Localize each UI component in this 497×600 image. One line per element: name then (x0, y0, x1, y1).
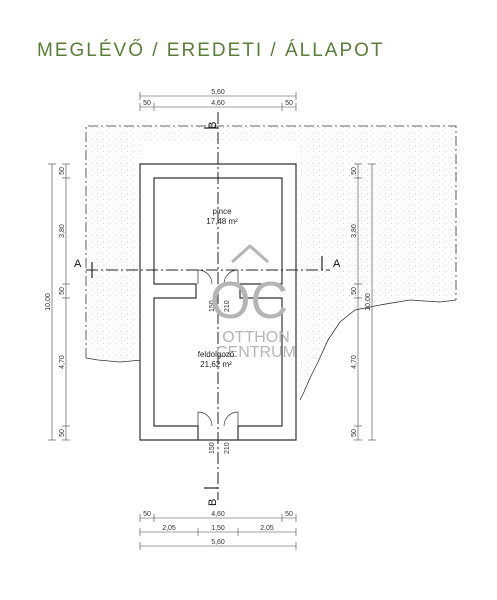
door1-width: 150 (209, 300, 216, 312)
bottom-dim-seg-c: 2,05 (260, 525, 274, 532)
outer-wall (139, 163, 297, 441)
bottom-dim-left: 50 (143, 511, 151, 518)
right-dim-seg1: 50 (351, 167, 358, 175)
bottom-dim-right: 50 (285, 511, 293, 518)
left-dim-seg4: 4,70 (59, 355, 66, 369)
bottom-dimensions (139, 514, 297, 550)
door1-height: 210 (224, 300, 231, 312)
right-dimensions (354, 163, 376, 441)
top-dim-middle: 4,60 (211, 100, 225, 107)
watermark-mark: OC (210, 272, 288, 330)
left-dim-seg3: 50 (59, 287, 66, 295)
room-name-pince: pince (212, 207, 232, 216)
terrain-border (85, 125, 457, 358)
section-label-b-top: B (207, 122, 219, 129)
right-dim-total: 10,00 (365, 293, 372, 311)
section-label-a-right: A (333, 258, 341, 270)
door2-width: 150 (209, 442, 216, 454)
watermark-line2: CENTRUM (216, 344, 296, 361)
right-dim-seg5: 50 (351, 429, 358, 437)
terrain-profile (85, 299, 457, 401)
section-label-a-left: A (74, 258, 82, 270)
bottom-dim-seg-b: 1,50 (211, 525, 225, 532)
top-dim-right: 50 (285, 100, 293, 107)
building (139, 163, 297, 441)
room-name-feldolgozo: feldolgozó (198, 350, 235, 359)
bottom-dim-middle: 4,60 (211, 511, 225, 518)
left-dim-total: 10,00 (45, 293, 52, 311)
top-dim-total: 5,60 (211, 89, 225, 96)
door2-height: 210 (224, 442, 231, 454)
section-label-b-bottom: B (207, 499, 219, 506)
left-dim-seg1: 50 (59, 167, 66, 175)
door-entrance (197, 411, 239, 427)
right-dim-seg2: 3,80 (351, 224, 358, 238)
page-title: MEGLÉVŐ / EREDETI / ÁLLAPOT (37, 40, 385, 61)
watermark-line1: OTTHON (222, 329, 290, 346)
bottom-dim-total: 5,60 (211, 539, 225, 546)
room-area-pince: 17,48 m² (206, 217, 238, 226)
door-interior (197, 269, 239, 285)
watermark-logo: OC OTTHON CENTRUM (210, 243, 296, 361)
top-dimensions (139, 92, 297, 111)
room-area-feldolgozo: 21,62 m² (200, 360, 232, 369)
house-roof-icon (231, 243, 269, 264)
right-dim-seg4: 4,70 (351, 355, 358, 369)
top-dim-left: 50 (143, 100, 151, 107)
left-dim-seg2: 3,80 (59, 224, 66, 238)
terrain-area (86, 126, 456, 400)
right-dim-seg3: 50 (351, 287, 358, 295)
bottom-dim-seg-a: 2,05 (162, 525, 176, 532)
left-dim-seg5: 50 (59, 429, 66, 437)
left-dimensions (48, 163, 70, 441)
